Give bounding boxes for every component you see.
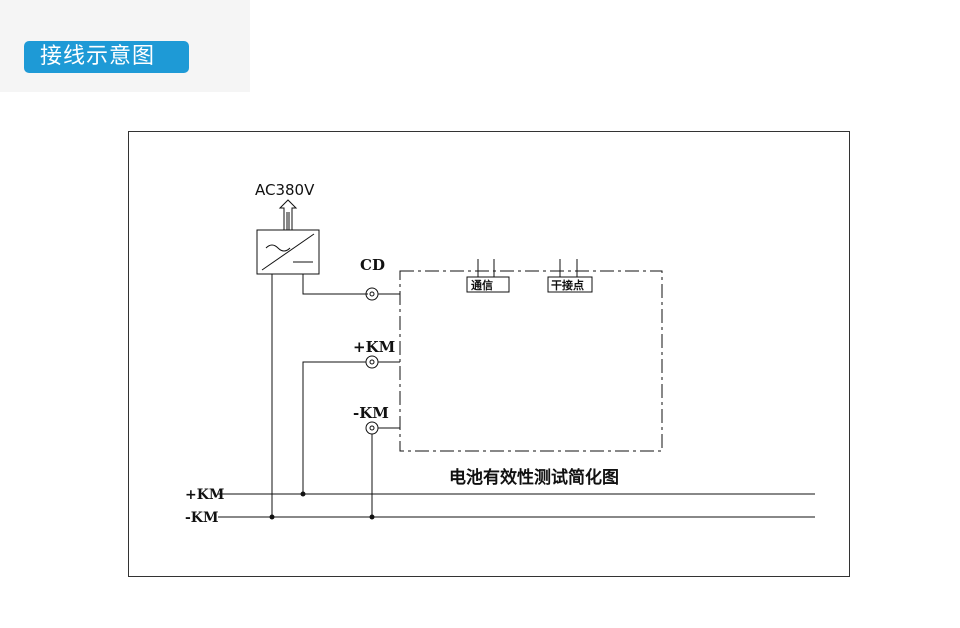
pkm-label: +KM <box>353 338 395 356</box>
nkm-terminal <box>365 421 400 435</box>
page-title: 接线示意图 <box>24 41 189 73</box>
pkm-wire <box>302 361 366 494</box>
pkm-terminal <box>365 355 400 369</box>
comm-label: 通信 <box>471 278 493 292</box>
diagram-caption: 电池有效性测试简化图 <box>449 467 619 488</box>
diagram-frame <box>128 131 850 577</box>
pkm-junction <box>300 491 306 497</box>
cd-terminal <box>365 287 400 301</box>
tester-device-box <box>399 270 663 452</box>
cd-label: CD <box>360 256 385 274</box>
nkm-junction <box>369 514 375 520</box>
ac-label: AC380V <box>255 181 315 199</box>
bus-nkm-label: -KM <box>185 510 218 526</box>
nkm-label: -KM <box>353 404 389 422</box>
comm-port <box>466 259 510 293</box>
rectifier-block <box>256 229 320 275</box>
rectifier-junction <box>269 514 275 520</box>
dry-contact-port <box>547 259 593 293</box>
dry-contact-label: 干接点 <box>551 278 584 292</box>
cd-wire <box>302 274 368 295</box>
ac-input-arrow <box>278 199 298 231</box>
bus-pkm-label: +KM <box>185 487 224 503</box>
